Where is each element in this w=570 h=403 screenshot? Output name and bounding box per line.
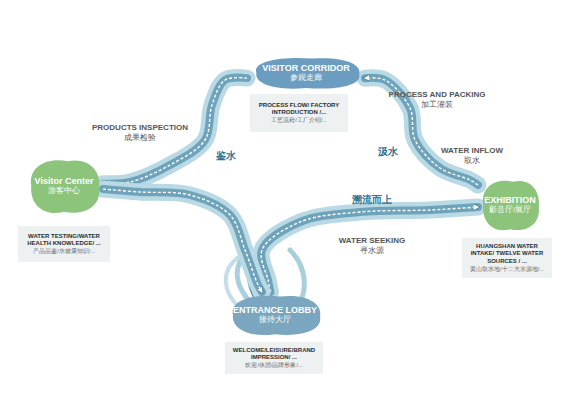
- node-subtitle: 工艺流程/工厂介绍/...: [271, 117, 327, 124]
- node-subtitle: 黄山取水地/十二大水源地/...: [470, 266, 544, 273]
- node-title: VISITOR CORRIDOR: [262, 63, 349, 73]
- node-title: EXHIBITION: [484, 195, 536, 205]
- node-subtitle: 影音厅/展厅: [489, 205, 531, 215]
- node-title: Visitor Center: [35, 176, 94, 186]
- stage-label: 加工灌装: [421, 100, 453, 110]
- info-box: PROCESS FLOW/ FACTORY INTRODUCTION /...工…: [250, 94, 348, 132]
- stage-label: PROCESS AND PACKING: [389, 90, 486, 99]
- river-band: [103, 189, 262, 292]
- node-subtitle: 产品品鉴/水健康知识/...: [33, 248, 95, 255]
- node-content: HUANGSHAN WATER INTAKE/ TWELVE WATER SOU…: [462, 238, 552, 278]
- river-flow-line: [103, 189, 262, 292]
- node-content: WATER TESTING/WATER HEALTH KNOWLEDGE/ ..…: [18, 226, 110, 262]
- stage-label: PRODUCTS INSPECTION: [92, 123, 188, 132]
- node-content: PROCESS FLOW/ FACTORY INTRODUCTION /...工…: [250, 94, 348, 132]
- zone-blob: VISITOR CORRIDOR参观走廊: [247, 55, 365, 91]
- river-flow-line: [261, 207, 478, 292]
- info-box: WATER TESTING/WATER HEALTH KNOWLEDGE/ ..…: [18, 226, 110, 262]
- edge-layer: [103, 78, 478, 292]
- node-title: WATER TESTING/WATER HEALTH KNOWLEDGE/ ..…: [22, 233, 106, 247]
- node-title: WELCOME/LEISURE/BRAND IMPRESSION/ ...: [229, 347, 319, 361]
- node-title: PROCESS FLOW/ FACTORY INTRODUCTION /...: [254, 102, 344, 116]
- blob-fill: [256, 58, 360, 89]
- node-subtitle: 接待大厅: [259, 315, 291, 325]
- blob-fill: [233, 296, 321, 335]
- node-content: VISITOR CORRIDOR参观走廊: [247, 55, 365, 91]
- side-stream: [226, 256, 240, 308]
- zone-blob: EXHIBITION影音厅/展厅: [478, 176, 542, 234]
- node-title: ENTRANCE LOBBY: [233, 305, 317, 315]
- info-box: HUANGSHAN WATER INTAKE/ TWELVE WATER SOU…: [462, 238, 552, 278]
- river-core: [261, 207, 478, 292]
- side-stream: [290, 250, 304, 298]
- node-content: Visitor Center游客中心: [25, 155, 103, 217]
- stage-label: WATER SEEKING: [339, 236, 406, 245]
- zone-blob: Visitor Center游客中心: [25, 155, 103, 217]
- river-connector: [103, 189, 262, 292]
- river-core: [103, 189, 262, 292]
- node-subtitle: 欢迎/休憩/品牌形象/...: [245, 362, 302, 369]
- info-box: WELCOME/LEISURE/BRAND IMPRESSION/ ...欢迎/…: [225, 342, 323, 374]
- stage-label: 取水: [464, 156, 480, 166]
- node-content: ENTRANCE LOBBY接待大厅: [225, 292, 325, 338]
- node-subtitle: 游客中心: [48, 186, 80, 196]
- zone-blob: ENTRANCE LOBBY接待大厅: [225, 292, 325, 338]
- node-subtitle: 参观走廊: [290, 73, 322, 83]
- edge-label: 鉴水: [216, 149, 236, 163]
- stage-label: 成果检验: [124, 133, 156, 143]
- stage-label: 寻水源: [360, 246, 384, 256]
- blob-fill: [483, 181, 539, 230]
- edge-label: 溯流而上: [352, 193, 392, 207]
- river-band: [261, 207, 478, 292]
- node-content: WELCOME/LEISURE/BRAND IMPRESSION/ ...欢迎/…: [225, 342, 323, 374]
- edge-label: 汲水: [378, 145, 398, 159]
- blob-fill: [31, 160, 99, 213]
- node-title: HUANGSHAN WATER INTAKE/ TWELVE WATER SOU…: [466, 243, 548, 265]
- stage-label: WATER INFLOW: [441, 146, 503, 155]
- node-content: EXHIBITION影音厅/展厅: [478, 176, 542, 234]
- river-connector: [261, 207, 478, 292]
